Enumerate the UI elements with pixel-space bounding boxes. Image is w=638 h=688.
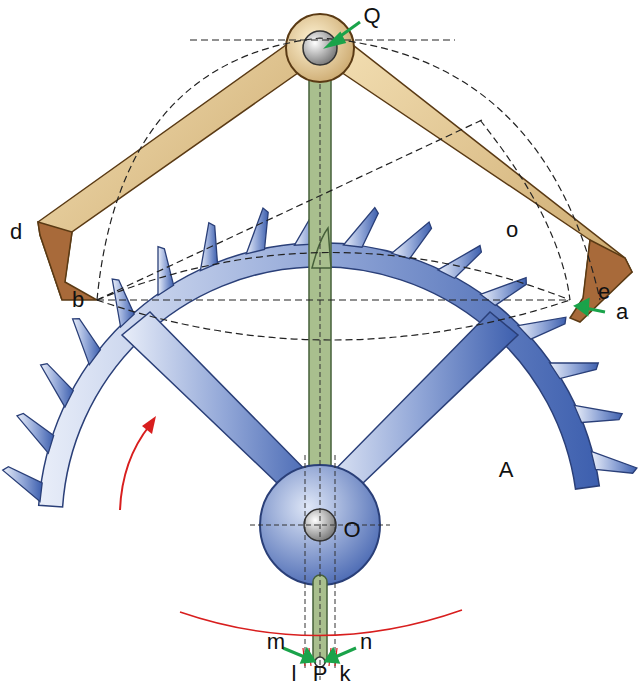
anchor-pivot [286, 14, 354, 82]
point-label: O [343, 519, 360, 541]
wheel-tooth [73, 319, 101, 365]
point-label: A [499, 459, 514, 481]
point-label: o [506, 219, 518, 241]
point-label: P [313, 663, 328, 685]
anchor-axle [303, 31, 337, 65]
wheel-tooth [246, 208, 268, 254]
wheel-tooth [591, 451, 637, 473]
leader-arrows [283, 22, 605, 662]
anchor-arm [38, 35, 305, 300]
point-label: e [598, 281, 610, 303]
point-label: Q [363, 5, 380, 27]
pallet-exit [570, 240, 632, 322]
point-label: n [360, 631, 372, 653]
point-label: l [292, 663, 297, 685]
wheel-tooth [550, 363, 599, 379]
wheel-tooth [3, 467, 43, 502]
rotation-arrowhead [142, 416, 156, 434]
swing-arc [180, 610, 462, 636]
wheel-tooth [574, 405, 622, 422]
wheel-tooth [392, 222, 432, 259]
point-label: a [616, 301, 628, 323]
wheel-tooth [518, 317, 566, 339]
wheel-tooth [158, 247, 174, 296]
point-label: d [10, 221, 22, 243]
wheel-tooth [41, 364, 74, 408]
wheel-tooth [112, 279, 134, 327]
point-label: b [72, 289, 84, 311]
point-label: k [340, 663, 351, 685]
rotation-arrow [120, 425, 150, 510]
construction-lines [97, 38, 600, 340]
rod-prong [312, 228, 331, 268]
pallet-entry [38, 222, 97, 300]
wheel-tooth [438, 246, 482, 279]
wheel-tooth [344, 208, 379, 248]
wheel-tooth [200, 223, 217, 271]
point-label: m [267, 631, 285, 653]
wheel-tooth [17, 414, 54, 454]
